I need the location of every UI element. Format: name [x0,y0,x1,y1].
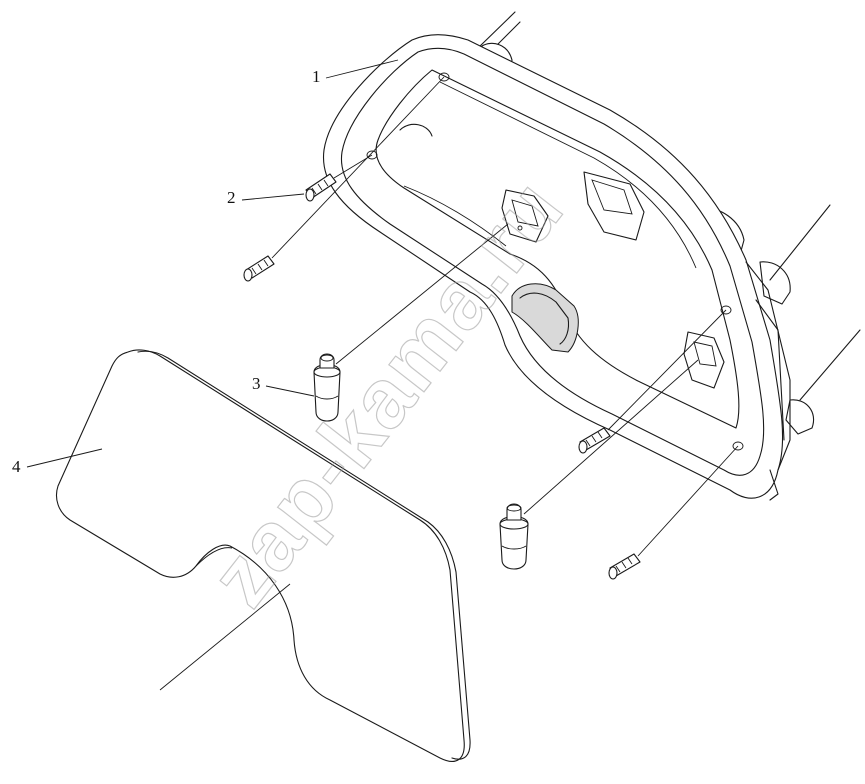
screw-right-lower [608,445,739,580]
callout-label: 1 [312,67,321,86]
screw-right-upper [578,309,727,454]
callout-label: 3 [252,374,261,393]
callout-label: 4 [12,457,21,476]
bulb-left [313,223,509,422]
callout-4: 4 [12,448,103,476]
screw-left [243,76,445,282]
callout-1: 1 [312,59,399,86]
lamp-housing [322,11,861,501]
callout-3: 3 [252,374,315,397]
screw-upper [305,154,373,202]
callout-label: 2 [227,188,236,207]
bulb-right [499,359,699,570]
lens-cover [55,349,471,762]
callout-2: 2 [227,188,305,207]
